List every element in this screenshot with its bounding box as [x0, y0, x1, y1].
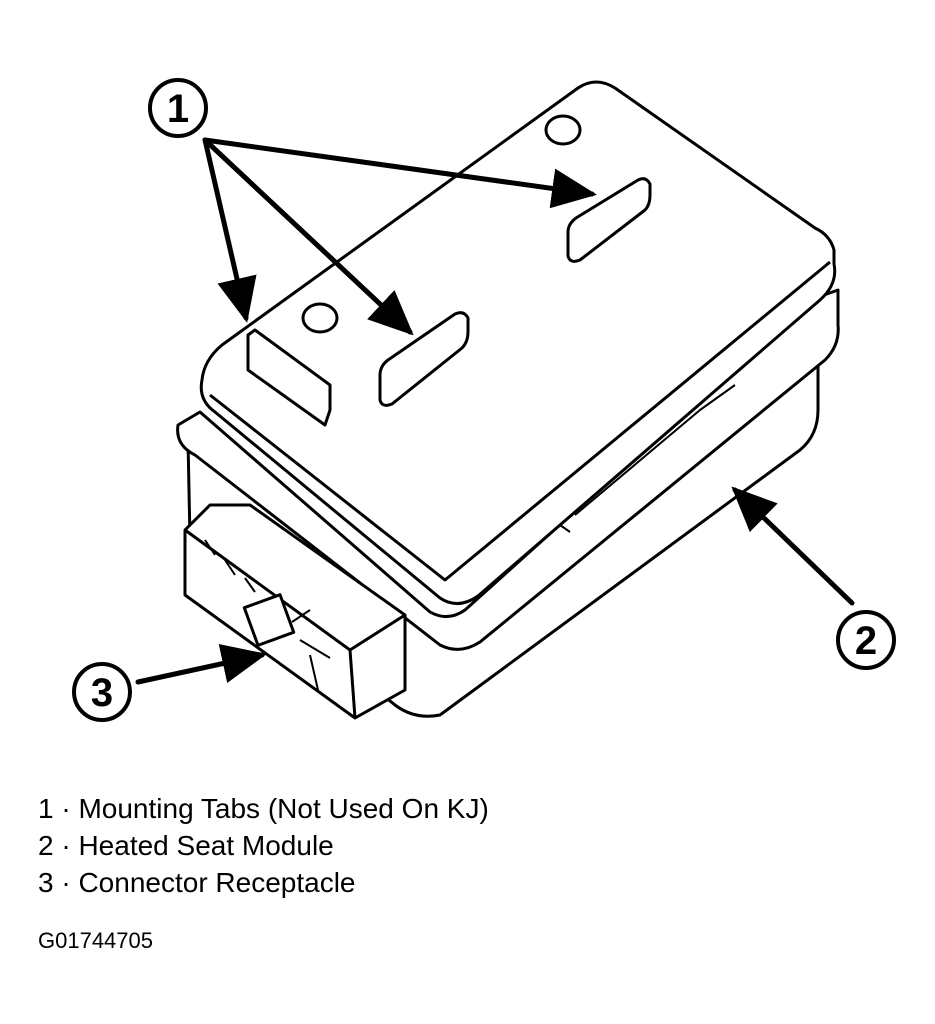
callout-1-number: 1 — [167, 87, 189, 131]
connector-latch — [242, 593, 296, 647]
module-cover-edge — [209, 260, 831, 582]
callout-2-number: 2 — [855, 619, 877, 663]
legend-item-2: 2 · Heated Seat Module — [38, 830, 334, 861]
arrow-1c — [202, 137, 597, 209]
mounting-hole — [544, 114, 582, 146]
legend: 1 · Mounting Tabs (Not Used On KJ) 2 · H… — [38, 790, 489, 901]
leader-arrows — [135, 137, 855, 685]
connector-receptacle — [183, 503, 407, 720]
module-seam — [559, 384, 736, 533]
callout-3-number: 3 — [91, 671, 113, 715]
heated-seat-module-diagram: 1 2 3 — [72, 78, 896, 722]
mounting-tab — [566, 177, 652, 263]
connector-pins — [204, 539, 331, 691]
arrow-3 — [135, 643, 267, 685]
figure-id: G01744705 — [38, 928, 153, 953]
arrow-1a — [202, 137, 257, 323]
callout-3: 3 — [72, 662, 132, 722]
mounting-hole — [301, 302, 339, 334]
callout-2: 2 — [836, 610, 896, 670]
mounting-tab — [378, 311, 470, 407]
callout-1: 1 — [148, 78, 208, 138]
mounting-tab — [246, 328, 332, 427]
mounting-tabs — [246, 177, 652, 427]
arrow-1b — [202, 137, 414, 336]
legend-item-3: 3 · Connector Receptacle — [38, 867, 356, 898]
legend-item-1: 1 · Mounting Tabs (Not Used On KJ) — [38, 793, 489, 824]
module-top-cover — [199, 80, 837, 605]
connector-face — [184, 528, 406, 719]
arrow-2 — [731, 486, 855, 606]
module-flange — [176, 288, 840, 651]
